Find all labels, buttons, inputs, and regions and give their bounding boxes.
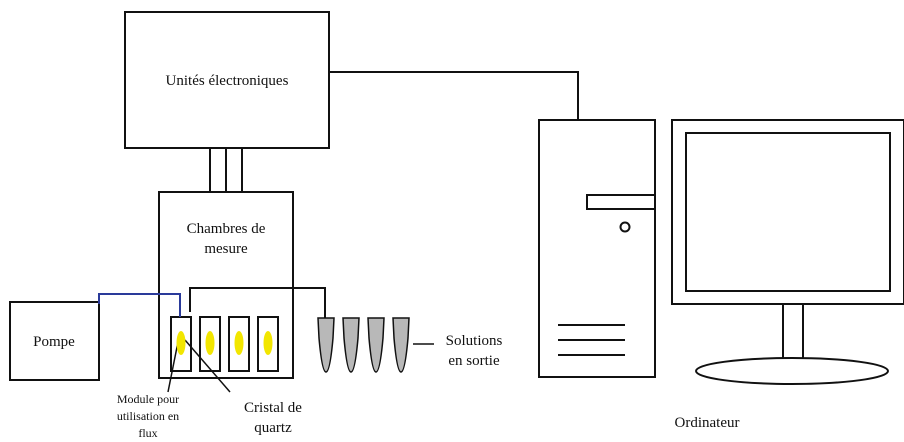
sensor-cell	[257, 316, 279, 372]
collection-tube	[317, 317, 335, 373]
sensor-cell	[199, 316, 221, 372]
crystal-label-line2: quartz	[254, 420, 292, 436]
quartz-crystal	[234, 331, 244, 355]
quartz-crystal	[263, 331, 273, 355]
collection-tube	[367, 317, 385, 373]
electronics-label: Unités électroniques	[166, 73, 289, 89]
collection-tube	[342, 317, 360, 373]
pump-label: Pompe	[33, 334, 75, 350]
module-label-line1: Module pour	[117, 392, 179, 406]
power-button-icon	[619, 221, 631, 233]
crystal-label-line1: Cristal de	[244, 400, 302, 416]
solutions-label-line1: Solutions	[446, 333, 503, 349]
chambers-label-line1: Chambres de	[187, 221, 266, 237]
monitor-neck	[782, 303, 804, 367]
flow-tube	[98, 293, 181, 317]
chambers-label-line2: mesure	[204, 241, 248, 257]
monitor-stand	[695, 357, 889, 385]
crystal-pointer	[184, 339, 231, 393]
monitor-frame	[671, 119, 904, 305]
outlet-tubing	[189, 287, 326, 318]
chamber-cable-bundle	[209, 148, 243, 192]
measurement-chambers	[158, 191, 294, 379]
tower-vents	[558, 324, 625, 356]
sensor-cell	[228, 316, 250, 372]
module-label-line2: utilisation en	[117, 409, 179, 423]
drive-slot	[586, 194, 656, 210]
module-label-line3: flux	[138, 426, 157, 440]
quartz-crystal	[176, 331, 186, 355]
computer-tower	[538, 119, 656, 378]
computer-cable	[329, 71, 579, 120]
collection-tube	[392, 317, 410, 373]
pump-unit	[9, 301, 100, 381]
computer-label: Ordinateur	[675, 415, 740, 431]
module-pointer	[167, 341, 179, 393]
monitor-screen	[685, 132, 891, 292]
quartz-crystal	[205, 331, 215, 355]
solutions-label-line2: en sortie	[448, 353, 500, 369]
